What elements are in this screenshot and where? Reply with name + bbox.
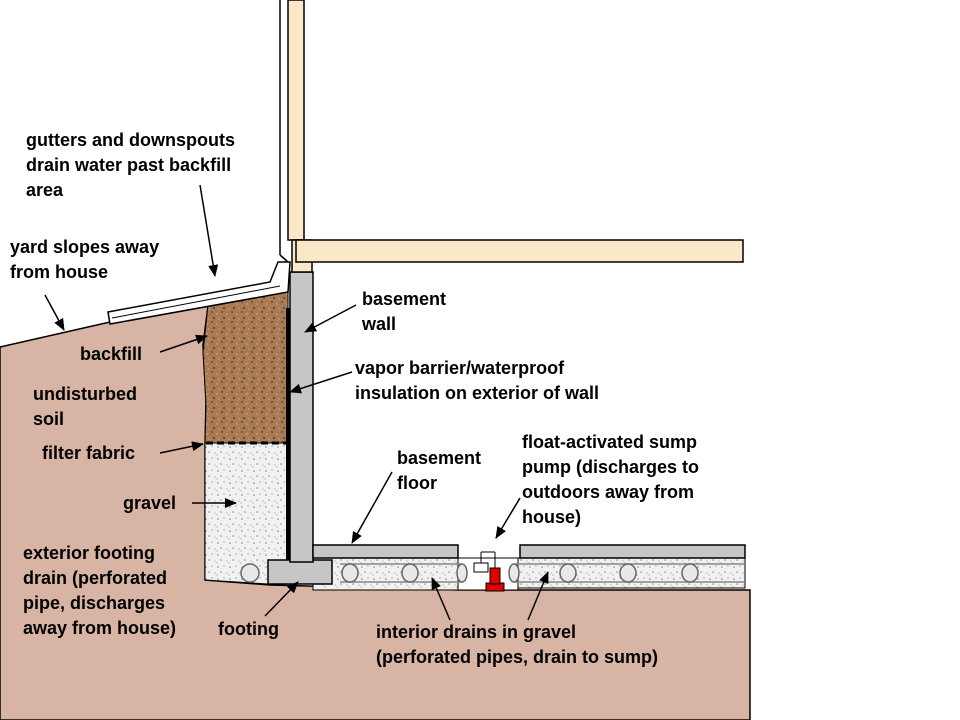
label-gravel: gravel (123, 493, 177, 513)
label-interior-drains: interior drains in gravel (perforated pi… (376, 622, 659, 667)
arrow-wall (304, 304, 357, 333)
sump-pump (473, 551, 505, 592)
arrow-backfill (159, 334, 208, 353)
arrow-vapor (289, 371, 353, 394)
arrow-footing (264, 581, 299, 617)
label-basement-floor: basement floor (397, 448, 482, 493)
interior-drain-pipes (340, 563, 745, 583)
arrow-floor (351, 471, 393, 544)
label-footing: footing (218, 619, 279, 639)
label-basement-wall: basement wall (362, 289, 447, 334)
exterior-drain-pipe (240, 563, 260, 583)
basement-floor-slab-right (519, 544, 746, 559)
basement-wall (289, 271, 314, 563)
arrow-interior-left (431, 577, 451, 621)
arrow-yard (44, 294, 65, 331)
label-exterior-footing-drain: exterior footing drain (perforated pipe,… (23, 543, 177, 638)
label-gutters: gutters and downspouts drain water past … (26, 130, 235, 200)
footing (267, 559, 333, 585)
label-vapor-barrier: vapor barrier/waterproof insulation on e… (355, 358, 600, 403)
label-undisturbed-soil: undisturbed soil (33, 384, 137, 429)
interior-gravel (312, 557, 746, 591)
arrow-sump (495, 497, 521, 539)
arrow-interior-right (527, 571, 549, 621)
arrow-gutters (199, 184, 219, 277)
basement-floor-slab-left (312, 544, 459, 559)
backfill-area (202, 289, 289, 444)
floor-joist (295, 239, 744, 263)
label-sump-pump: float-activated sump pump (discharges to… (522, 432, 700, 527)
label-backfill: backfill (80, 344, 143, 364)
downspout-extension (107, 261, 291, 325)
label-yard-slopes: yard slopes away from house (10, 237, 160, 282)
leader-arrows (44, 184, 549, 621)
label-filter-fabric: filter fabric (42, 443, 136, 463)
vapor-barrier (286, 308, 290, 560)
wall-stud (287, 0, 305, 241)
siding-base (279, 254, 289, 263)
arrow-filter (159, 441, 204, 454)
